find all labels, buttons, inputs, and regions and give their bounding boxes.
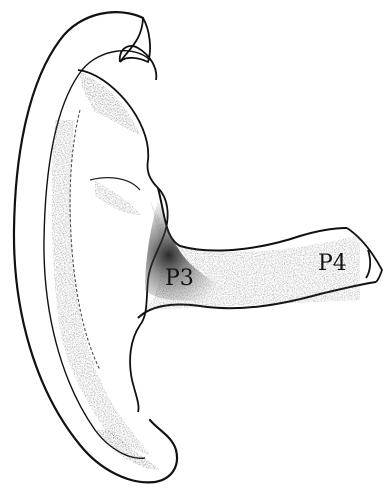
canal-upper-edge — [158, 188, 347, 251]
concha-shading-stipple — [80, 72, 140, 135]
helix-top-curl — [120, 18, 150, 62]
upper-concha-stipple — [95, 180, 140, 215]
label-p3: P3 — [165, 266, 194, 291]
antihelix-shading-stipple — [52, 120, 150, 455]
label-p4: P4 — [318, 251, 347, 276]
